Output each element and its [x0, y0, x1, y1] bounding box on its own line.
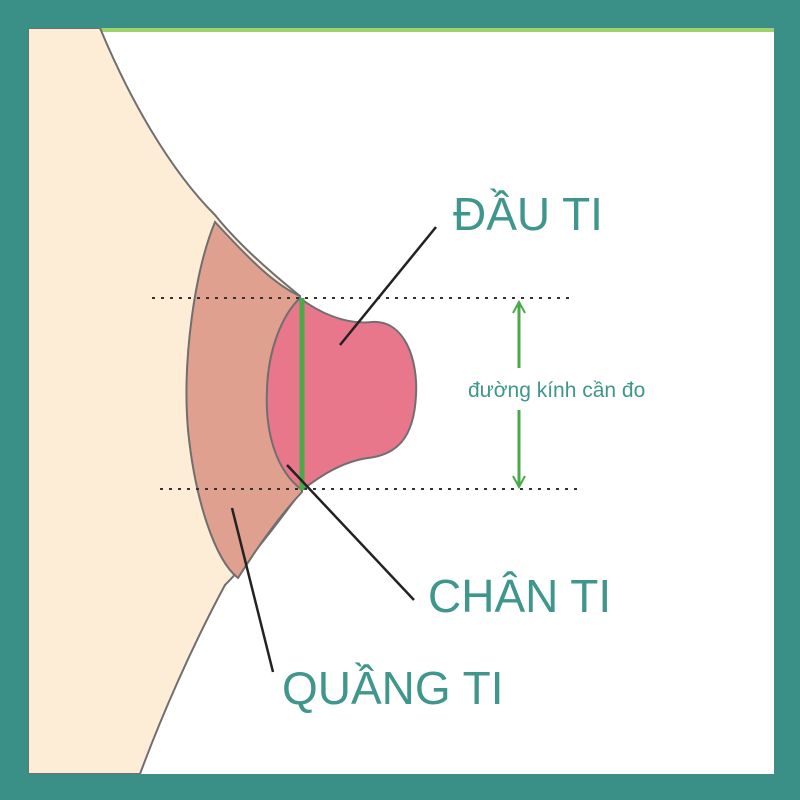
nipple-shape [265, 296, 418, 492]
measure-arrow-top-head [512, 299, 526, 314]
top-accent-strip [28, 28, 774, 32]
areola-leader-line [230, 507, 275, 673]
measure-arrow-bottom-head [512, 475, 526, 490]
nipple-label: ĐẦU TI [453, 188, 603, 240]
breast-anatomy-diagram: ĐẦU TI đường kính cần đo CHÂN TI QUẦNG T… [28, 28, 774, 774]
diagram-canvas: ĐẦU TI đường kính cần đo CHÂN TI QUẦNG T… [28, 28, 774, 774]
measure-diameter-label: đường kính cần đo [468, 379, 645, 402]
nipple-base-label: CHÂN TI [428, 570, 611, 622]
nipple-leader-line [339, 226, 437, 346]
nipple-base-leader-line [286, 464, 415, 601]
areola-label: QUẦNG TI [282, 662, 504, 714]
